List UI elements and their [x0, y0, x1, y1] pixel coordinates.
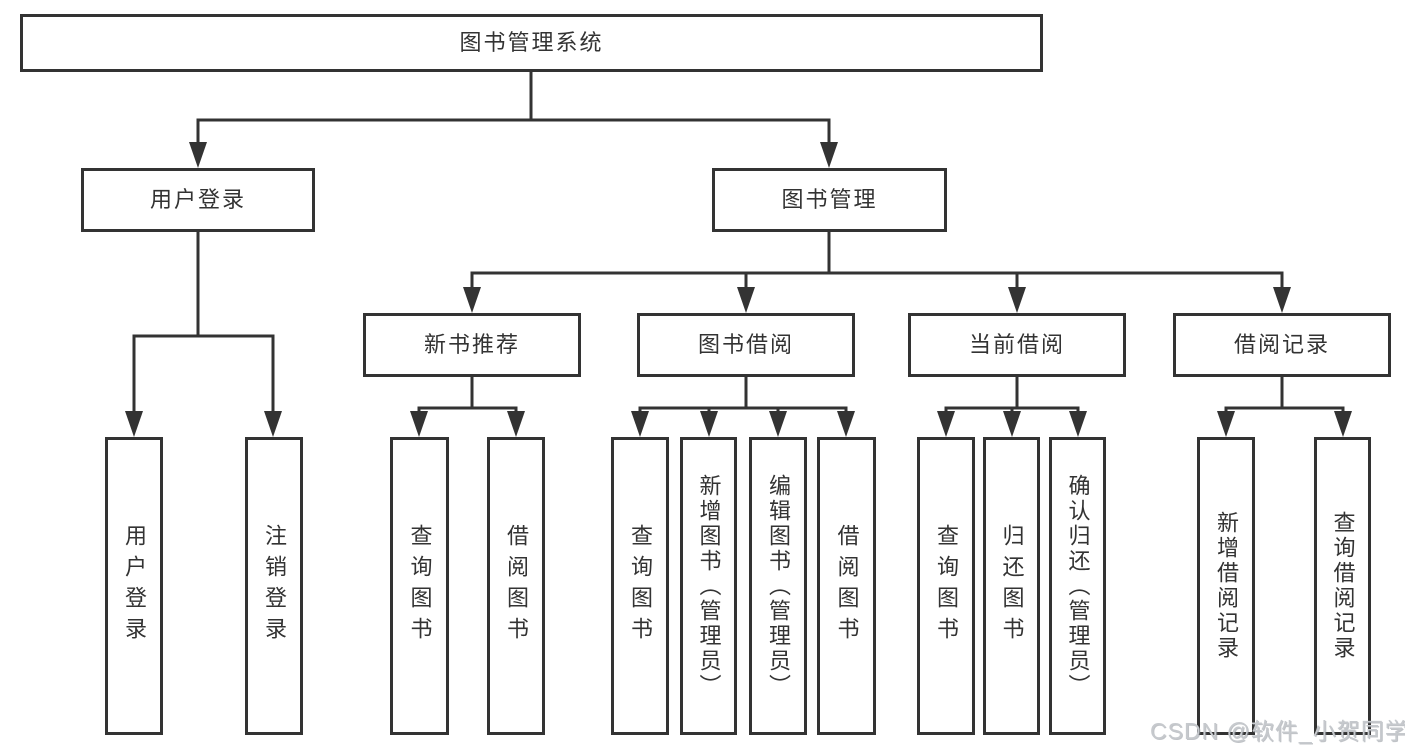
node-label: 借阅图书: [834, 524, 860, 648]
leaf-user-login: 用户登录: [105, 437, 163, 735]
connector-book-borrow-to-leaves: [631, 377, 855, 437]
connector-current-borrow-to-leaves: [937, 377, 1087, 437]
node-borrow-records: 借阅记录: [1173, 313, 1391, 377]
node-label: 当前借阅: [968, 332, 1065, 357]
node-label: 用户登录: [122, 524, 147, 648]
leaf-query-books-borrow: 查询图书: [611, 437, 669, 735]
node-label: 图书借阅: [697, 332, 794, 357]
connector-root-to-level2: [189, 72, 838, 168]
node-label: 编辑图书（管理员）: [766, 473, 791, 699]
leaf-query-borrow-record: 查询借阅记录: [1314, 437, 1371, 735]
connector-borrow-records-to-leaves: [1217, 377, 1352, 437]
node-user-login: 用户登录: [81, 168, 315, 232]
node-label: 图书管理系统: [459, 30, 604, 55]
node-current-borrow: 当前借阅: [908, 313, 1126, 377]
node-label: 确认归还（管理员）: [1065, 473, 1091, 699]
node-label: 查询借阅记录: [1330, 511, 1356, 661]
node-label: 新增借阅记录: [1214, 511, 1239, 661]
node-label: 查询图书: [934, 524, 959, 648]
leaf-borrow-books: 借阅图书: [817, 437, 876, 735]
leaf-query-books-recommend: 查询图书: [390, 437, 449, 735]
leaf-add-book-admin: 新增图书（管理员）: [680, 437, 737, 735]
node-label: 借阅图书: [504, 524, 529, 648]
node-label: 图书管理: [781, 187, 878, 212]
leaf-edit-book-admin: 编辑图书（管理员）: [749, 437, 807, 735]
leaf-confirm-return-admin: 确认归还（管理员）: [1049, 437, 1106, 735]
connector-new-book-to-leaves: [410, 377, 525, 437]
node-label: 查询图书: [407, 524, 433, 648]
node-label: 归还图书: [999, 524, 1025, 648]
connector-user-login-to-leaves: [125, 232, 282, 437]
node-library-management-system: 图书管理系统: [20, 14, 1043, 72]
csdn-watermark: CSDN @软件_小贺同学: [1150, 718, 1405, 744]
node-label: 查询图书: [628, 524, 653, 648]
node-new-book-recommend: 新书推荐: [363, 313, 581, 377]
node-label: 新书推荐: [423, 332, 520, 357]
connector-book-management-to-level3: [463, 232, 1291, 313]
leaf-return-book: 归还图书: [983, 437, 1040, 735]
node-book-management: 图书管理: [712, 168, 947, 232]
node-label: 注销登录: [262, 524, 287, 648]
node-label: 用户登录: [149, 187, 246, 212]
leaf-query-books-current: 查询图书: [917, 437, 975, 735]
leaf-add-borrow-record: 新增借阅记录: [1197, 437, 1255, 735]
node-book-borrow: 图书借阅: [637, 313, 855, 377]
leaf-logout: 注销登录: [245, 437, 303, 735]
node-label: 新增图书（管理员）: [696, 473, 722, 699]
node-label: 借阅记录: [1233, 332, 1330, 357]
leaf-borrow-books-recommend: 借阅图书: [487, 437, 545, 735]
